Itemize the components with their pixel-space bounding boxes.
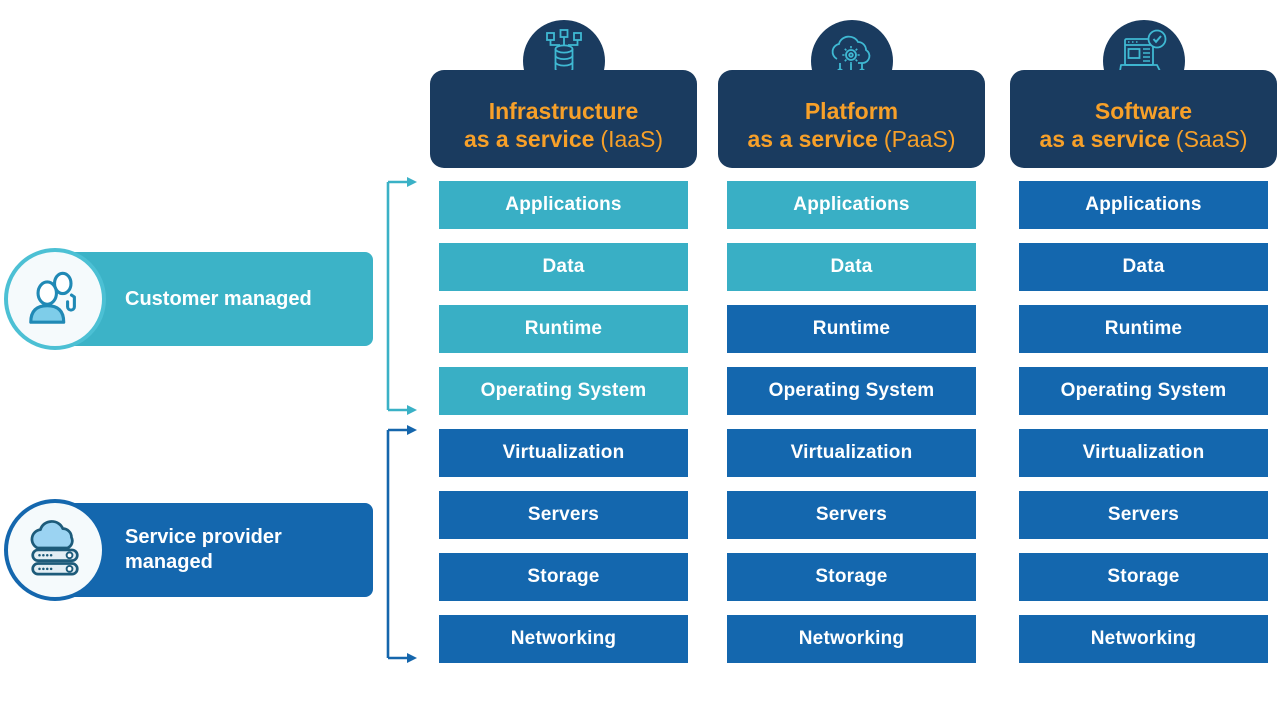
stack-row: Storage [727,553,976,601]
paas-title-abbrev: (PaaS) [883,125,956,152]
stack-row: Virtualization [727,429,976,477]
saas-title-abbrev: (SaaS) [1175,125,1248,152]
stack-row: Virtualization [1019,429,1268,477]
saas-title-line1: Software [1094,97,1193,124]
saas-title-bold: as a service [1039,125,1170,152]
legend-provider-label-line2: managed [125,551,213,573]
users-icon [24,266,86,333]
column-header-saas: Software as a service(SaaS) [1010,70,1277,168]
customer-managed-bracket [386,177,417,415]
stack-row: Servers [727,491,976,539]
legend-provider-label-line1: Service provider [125,526,282,548]
paas-stack: Applications Data Runtime Operating Syst… [727,181,976,677]
stack-row: Applications [727,181,976,229]
saas-title-line2: as a service(SaaS) [1039,125,1247,153]
iaas-title-abbrev: (IaaS) [600,125,664,152]
legend-provider-badge [4,499,106,601]
stack-row: Runtime [439,305,688,353]
paas-title-line1: Platform [804,97,899,124]
stack-row: Virtualization [439,429,688,477]
column-header-paas: Platform as a service(PaaS) [718,70,985,168]
iaas-title-line1: Infrastructure [488,97,639,124]
stack-row: Applications [439,181,688,229]
stack-row: Operating System [1019,367,1268,415]
cloud-servers-icon [24,517,86,584]
stack-row: Data [727,243,976,291]
stack-row: Storage [439,553,688,601]
stack-row: Data [1019,243,1268,291]
stack-row: Networking [1019,615,1268,663]
database-network-icon [538,20,590,88]
stack-row: Networking [439,615,688,663]
stack-row: Servers [1019,491,1268,539]
column-header-iaas: Infrastructure as a service(IaaS) [430,70,697,168]
provider-managed-bracket [386,425,417,663]
iaas-title-line2: as a service(IaaS) [464,125,663,153]
stack-row: Runtime [727,305,976,353]
stack-row: Storage [1019,553,1268,601]
paas-title-bold: as a service [747,125,878,152]
stack-row: Operating System [439,367,688,415]
stack-row: Runtime [1019,305,1268,353]
stack-row: Operating System [727,367,976,415]
legend-customer-label: Customer managed [125,287,312,310]
iaas-stack: Applications Data Runtime Operating Syst… [439,181,688,677]
stack-row: Servers [439,491,688,539]
stack-row: Data [439,243,688,291]
legend-customer-badge [4,248,106,350]
saas-stack: Applications Data Runtime Operating Syst… [1019,181,1268,677]
stack-row: Applications [1019,181,1268,229]
stack-row: Networking [727,615,976,663]
iaas-title-bold: as a service [463,125,595,152]
paas-title-line2: as a service(PaaS) [747,125,955,153]
